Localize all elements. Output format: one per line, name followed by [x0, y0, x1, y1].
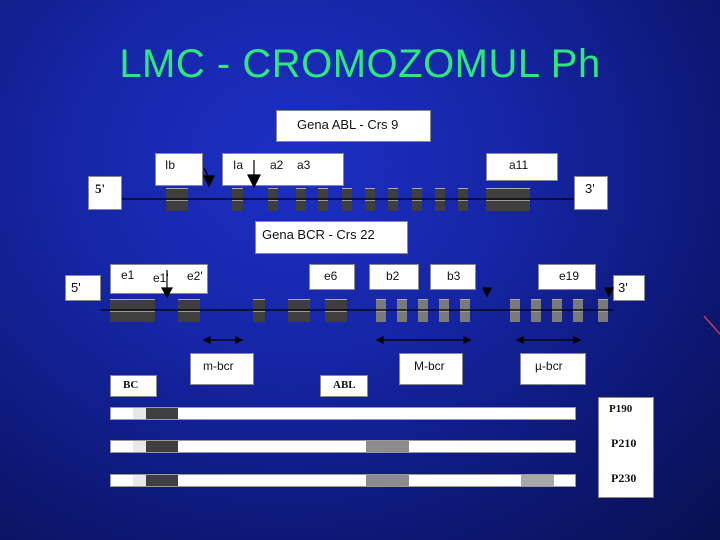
m-bcr-span-right [235, 336, 244, 344]
bcr-transcript-label: BC [110, 375, 157, 397]
bar-segment [133, 408, 146, 419]
m-bcr-region-label: m-bcr [190, 353, 254, 385]
bcr-exon-b3-label: b3 [447, 269, 461, 283]
abl-arrow-2-head [247, 174, 261, 189]
bcr-5prime-label: 5' [71, 280, 81, 295]
bcr-exon-e1-label: e1 [121, 268, 135, 282]
abl-exon-box-ia-a2-a3: Ia a2 a3 [222, 153, 344, 186]
protein-labels-box: P190 P210 P230 [598, 397, 654, 498]
p190-label: P190 [609, 403, 633, 415]
bcr-3prime-label: 3' [618, 280, 628, 295]
abl-transcript-label: ABL [320, 375, 368, 397]
bcr-exon-box-e1: e1 e1' e2' [110, 264, 208, 294]
bcr-exon-e6-label: e6 [324, 269, 338, 283]
bcr-3prime-box: 3' [613, 275, 645, 301]
m-bcr-span-left [202, 336, 211, 344]
bar-segment [366, 475, 409, 486]
bcr-exon-box-e6: e6 [309, 264, 355, 290]
bar-segment [133, 475, 146, 486]
abl-3prime-label: 3' [585, 181, 595, 196]
bcr-exon-box-b3: b3 [430, 264, 476, 290]
mu-bcr-text: µ-bcr [535, 359, 563, 373]
abl-exon-a3-label: a3 [297, 158, 311, 172]
bar-segment [146, 475, 178, 486]
bcr-gene-label: Gena BCR - Crs 22 [255, 221, 408, 254]
slide-title: LMC - CROMOZOMUL Ph [119, 42, 601, 86]
abl-5prime-box: 5' [88, 176, 122, 210]
abl-gene-label: Gena ABL - Crs 9 [276, 110, 431, 142]
abl-3prime-box: 3' [574, 176, 608, 210]
bcr-exon-e2p-label: e2' [187, 269, 203, 283]
M-bcr-span-left [375, 336, 384, 344]
bar-segment [146, 441, 178, 452]
abl-arrow-1-head [203, 175, 215, 188]
p210-transcript-bar [110, 440, 576, 453]
M-bcr-span-right [463, 336, 472, 344]
bcr-exon-b2-label: b2 [386, 269, 400, 283]
decorative-line [703, 315, 720, 335]
bcr-exon-e1p-label: e1' [153, 271, 169, 285]
M-bcr-region-label: M-bcr [399, 353, 463, 385]
mu-bcr-region-label: µ-bcr [520, 353, 586, 385]
m-bcr-text: m-bcr [203, 359, 234, 373]
bar-segment [521, 475, 554, 486]
bcr-arrow-3-head [604, 287, 614, 298]
mu-bcr-span-right [573, 336, 582, 344]
bcr-exon-e19-label: e19 [559, 269, 580, 283]
mu-bcr-span-left [515, 336, 524, 344]
abl-exon-box-ib: Ib [155, 153, 203, 186]
abl-exon-box-a11: a11 [486, 153, 558, 181]
abl-transcript-text: ABL [333, 379, 356, 391]
bcr-transcript-text: BC [123, 379, 139, 391]
bcr-exon-box-b2: b2 [369, 264, 419, 290]
bcr-arrow-1-head [160, 287, 174, 299]
bar-segment [366, 441, 409, 452]
bcr-exon-box-e19: e19 [538, 264, 596, 290]
bar-segment [133, 441, 146, 452]
bcr-5prime-box: 5' [65, 275, 101, 301]
abl-exon-ib-label: Ib [165, 158, 176, 172]
abl-exon-a2-label: a2 [270, 158, 284, 172]
abl-exon-ia-label: Ia [233, 158, 244, 172]
p190-transcript-bar [110, 407, 576, 420]
p230-label: P230 [611, 471, 637, 485]
p210-label: P210 [611, 436, 637, 450]
p230-transcript-bar [110, 474, 576, 487]
abl-exon-a11-label: a11 [509, 158, 529, 172]
M-bcr-text: M-bcr [414, 359, 445, 373]
abl-5prime-label: 5' [95, 181, 106, 196]
bcr-arrow-2-head [482, 287, 492, 298]
bar-segment [146, 408, 178, 419]
